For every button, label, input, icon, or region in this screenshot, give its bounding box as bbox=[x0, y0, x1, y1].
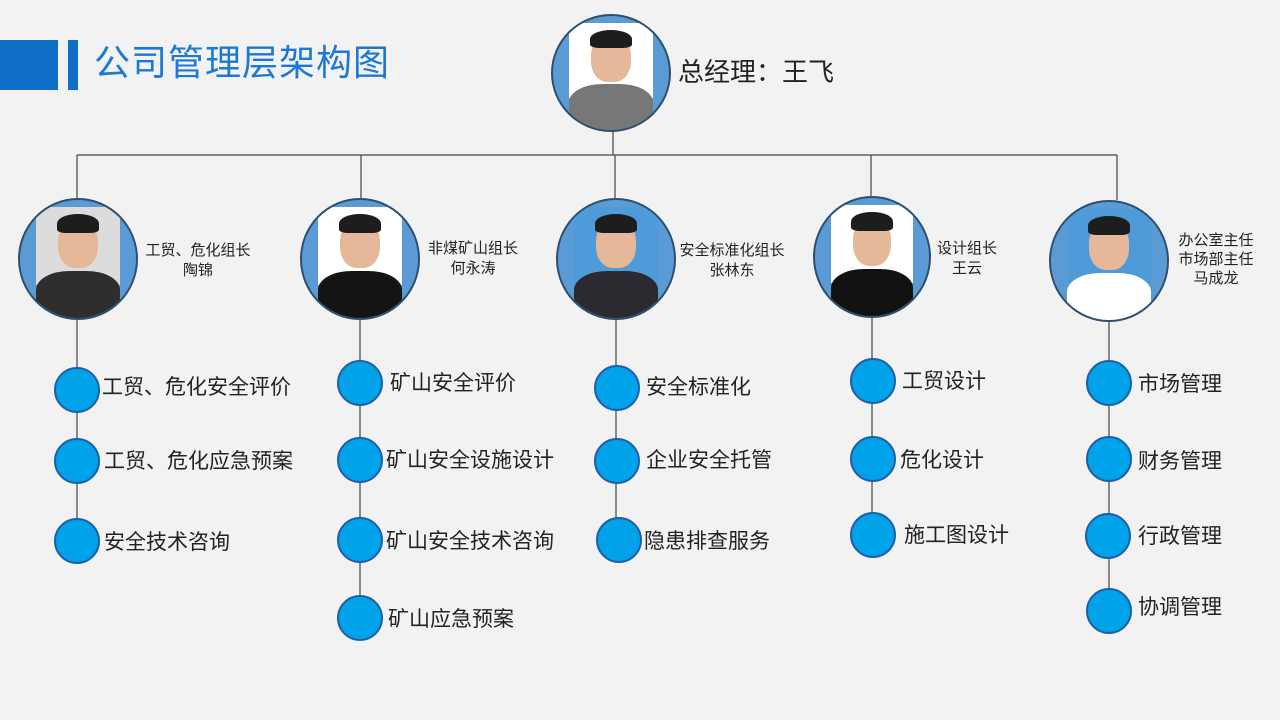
dept-4-name: 王云 bbox=[951, 259, 982, 277]
dept-1-task-2-node bbox=[54, 438, 100, 484]
hair bbox=[339, 214, 381, 234]
dept-2-role: 非煤矿山组长 bbox=[427, 239, 518, 257]
dept-1-task-1-node bbox=[54, 367, 100, 413]
dept-3-task-3: 隐患排查服务 bbox=[644, 529, 770, 553]
person-photo-icon bbox=[574, 270, 658, 318]
dept-5-task-4-node bbox=[1086, 588, 1132, 634]
dept-5-task-2-node bbox=[1086, 436, 1132, 482]
person-photo-icon bbox=[569, 84, 653, 130]
dept-3-task-1-node bbox=[594, 365, 640, 411]
dept-2-task-3-node bbox=[337, 517, 383, 563]
dept-5-avatar bbox=[1049, 200, 1169, 322]
dept-2-task-1-node bbox=[337, 360, 383, 406]
title-accent-block bbox=[0, 40, 58, 90]
dept-1-name: 陶锦 bbox=[182, 261, 213, 279]
dept-4-task-1: 工贸设计 bbox=[902, 369, 986, 393]
dept-5-task-2: 财务管理 bbox=[1138, 449, 1222, 473]
dept-5-task-1-node bbox=[1086, 360, 1132, 406]
dept-4-role: 设计组长 bbox=[936, 239, 997, 257]
dept-4-task-2-node bbox=[850, 436, 896, 482]
dept-2-task-2-node bbox=[337, 437, 383, 483]
dept-2-task-2: 矿山安全设施设计 bbox=[386, 448, 554, 472]
dept-2-task-3: 矿山安全技术咨询 bbox=[386, 529, 554, 553]
dept-2-task-1: 矿山安全评价 bbox=[390, 371, 516, 395]
dept-2-task-4-node bbox=[337, 595, 383, 641]
dept-2-name: 何永涛 bbox=[450, 259, 496, 277]
page-title: 公司管理层架构图 bbox=[94, 43, 391, 84]
dept-1-task-3: 安全技术咨询 bbox=[104, 530, 230, 554]
dept-1-task-2: 工贸、危化应急预案 bbox=[104, 449, 293, 473]
hair bbox=[590, 29, 632, 48]
dept-3-task-1: 安全标准化 bbox=[646, 375, 751, 399]
dept-4-avatar bbox=[813, 196, 931, 318]
dept-2-avatar bbox=[300, 198, 420, 320]
dept-3-avatar bbox=[556, 198, 676, 320]
dept-1-task-1: 工贸、危化安全评价 bbox=[102, 375, 291, 399]
dept-3-name: 张林东 bbox=[709, 261, 755, 279]
dept-3-task-3-node bbox=[596, 517, 642, 563]
dept-3-role: 安全标准化组长 bbox=[679, 241, 785, 259]
dept-5-task-3-node bbox=[1085, 513, 1131, 559]
hair bbox=[57, 214, 99, 234]
dept-5-task-1: 市场管理 bbox=[1138, 372, 1222, 396]
dept-2-task-4: 矿山应急预案 bbox=[388, 607, 514, 631]
person-photo-icon bbox=[830, 268, 914, 316]
person-photo-icon bbox=[36, 270, 120, 318]
dept-5-task-3: 行政管理 bbox=[1138, 524, 1222, 548]
hair bbox=[851, 212, 893, 232]
general-manager-avatar bbox=[551, 14, 671, 132]
dept-4-task-2: 危化设计 bbox=[900, 448, 984, 472]
dept-1-role: 工贸、危化组长 bbox=[145, 241, 251, 259]
dept-3-task-2: 企业安全托管 bbox=[646, 448, 772, 472]
general-manager-label: 总经理：王飞 bbox=[678, 58, 835, 88]
dept-5-role: 办公室主任 bbox=[1178, 231, 1254, 249]
person-photo-icon bbox=[318, 270, 402, 318]
dept-1-task-3-node bbox=[54, 518, 100, 564]
dept-5-role-2: 市场部主任 bbox=[1178, 250, 1254, 268]
hair bbox=[1088, 216, 1130, 236]
dept-3-task-2-node bbox=[594, 438, 640, 484]
dept-4-task-1-node bbox=[850, 358, 896, 404]
hair bbox=[595, 214, 637, 234]
dept-4-task-3-node bbox=[850, 512, 896, 558]
dept-4-task-3: 施工图设计 bbox=[904, 523, 1009, 547]
dept-1-avatar bbox=[18, 198, 138, 320]
person-photo-icon bbox=[1067, 272, 1151, 320]
dept-5-name: 马成龙 bbox=[1193, 269, 1239, 287]
dept-5-task-4: 协调管理 bbox=[1138, 595, 1222, 619]
title-accent-bar bbox=[68, 40, 78, 90]
